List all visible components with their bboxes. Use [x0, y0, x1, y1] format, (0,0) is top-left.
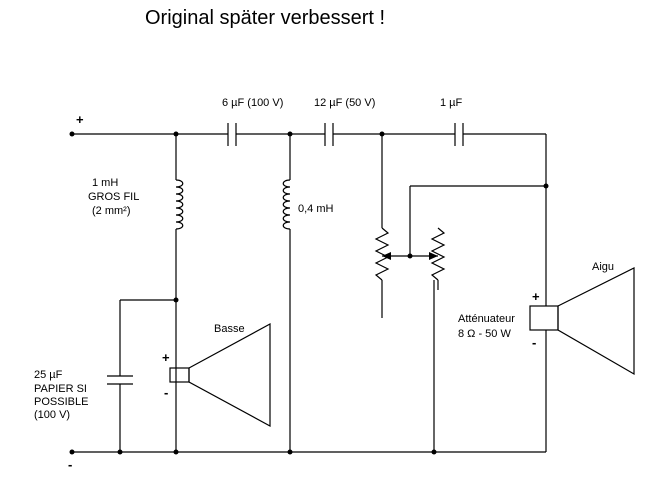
junction-dots: [117, 131, 549, 455]
capacitor-c4-label-line1: 25 µF: [34, 369, 63, 381]
capacitor-c2-label: 12 µF (50 V): [314, 97, 375, 109]
capacitor-c4-label-line4: (100 V): [34, 409, 70, 421]
attenuator-resistor-2: [430, 227, 446, 281]
inductor-l1-label-line2: GROS FIL: [88, 191, 139, 203]
capacitor-c1-label: 6 µF (100 V): [222, 97, 283, 109]
tweeter-label: Aigu: [592, 261, 614, 273]
input-negative-sign: -: [68, 457, 72, 472]
capacitor-c3-label: 1 µF: [440, 97, 463, 109]
wiper-arrow-left: [382, 252, 391, 260]
woofer-minus-sign: -: [164, 385, 168, 400]
wiper-arrow-right: [429, 252, 438, 260]
input-positive-sign: +: [76, 112, 84, 127]
tweeter-minus-sign: -: [532, 335, 536, 350]
tweeter-speaker: [529, 267, 635, 376]
inductor-l1: [175, 179, 184, 230]
attenuator-label-line2: 8 Ω - 50 W: [458, 328, 511, 340]
capacitor-c2: [324, 123, 334, 146]
capacitor-c4-label-line2: PAPIER SI: [34, 383, 87, 395]
capacitor-c4: [107, 375, 133, 385]
inductor-l2-label: 0,4 mH: [298, 203, 334, 215]
attenuator-label-line1: Atténuateur: [458, 313, 515, 325]
capacitor-c4-label-line3: POSSIBLE: [34, 396, 88, 408]
page-title: Original später verbessert !: [145, 7, 385, 29]
woofer-speaker: [169, 322, 271, 428]
capacitor-c1: [227, 123, 237, 146]
inductor-l2: [282, 179, 291, 230]
woofer-plus-sign: +: [162, 350, 170, 365]
inductor-l1-label-line3: (2 mm²): [92, 205, 131, 217]
inductor-l1-label-line1: 1 mH: [92, 177, 118, 189]
attenuator-resistor-1: [374, 227, 390, 281]
woofer-label: Basse: [214, 323, 245, 335]
capacitor-c3: [454, 123, 464, 146]
tweeter-plus-sign: +: [532, 289, 540, 304]
